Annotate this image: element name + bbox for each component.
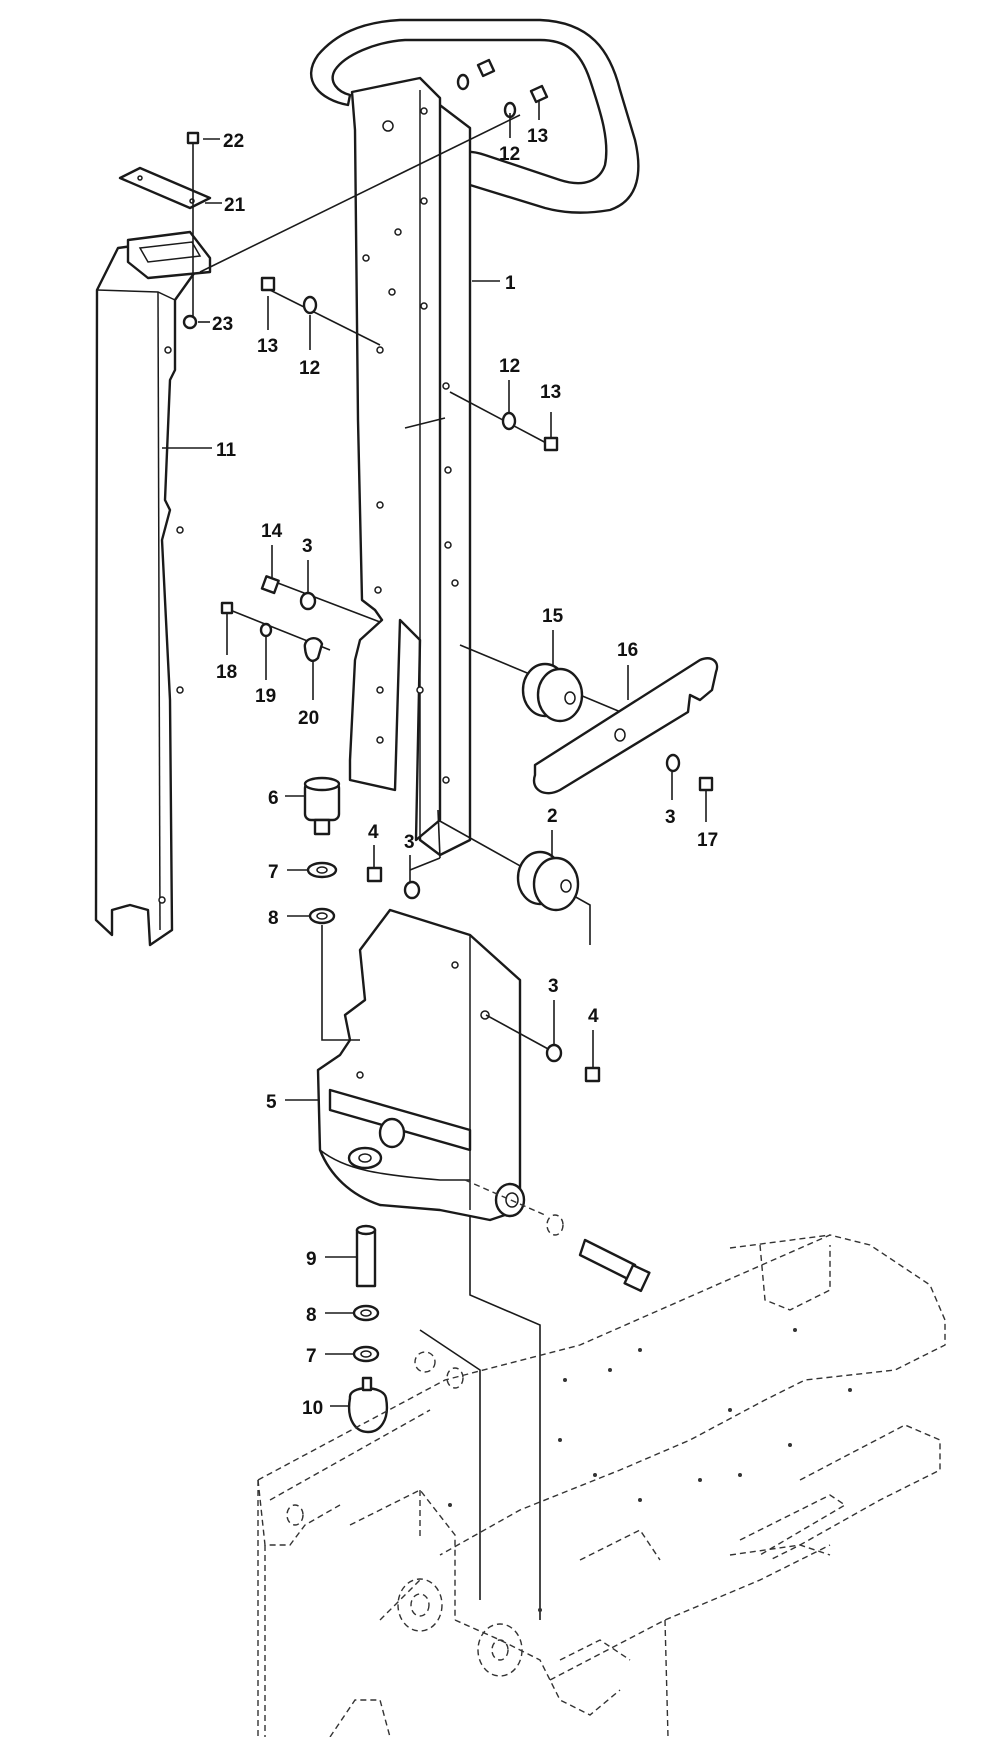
bumper-6 — [303, 776, 341, 836]
callout-9: 9 — [306, 1249, 317, 1270]
screw-13-left — [260, 276, 276, 292]
callout-8-upper: 8 — [268, 908, 279, 929]
nut-8-lower — [352, 1304, 380, 1322]
nut-14 — [260, 575, 280, 595]
callout-3-upper: 3 — [302, 536, 313, 557]
callout-11: 11 — [216, 440, 237, 461]
callout-13-right: 13 — [540, 382, 561, 403]
callout-12-left: 12 — [299, 358, 320, 379]
callout-12-top: 12 — [499, 144, 520, 165]
base-frame-phantom — [257, 1234, 946, 1737]
callout-3-center: 3 — [404, 832, 415, 853]
callout-17: 17 — [697, 830, 718, 851]
callout-labels: 22 21 23 11 13 12 12 13 1 12 13 14 3 18 … — [212, 126, 718, 1419]
washer-19 — [259, 622, 273, 638]
screw-17 — [698, 776, 714, 792]
washer-12-left — [302, 295, 318, 315]
callout-2: 2 — [547, 806, 558, 827]
callout-22: 22 — [223, 131, 244, 152]
callout-4-left: 4 — [368, 822, 379, 843]
washer-3-center — [403, 880, 421, 900]
callout-4-bracket: 4 — [588, 1006, 599, 1027]
small-plate-21 — [118, 166, 212, 210]
screw-4-left — [366, 866, 383, 883]
callout-1: 1 — [505, 273, 516, 294]
washer-3-bracket — [545, 1043, 563, 1063]
callout-10: 10 — [302, 1398, 323, 1419]
bumper-15 — [521, 662, 584, 723]
screw-18 — [220, 601, 234, 615]
main-column — [348, 76, 472, 857]
clip-20 — [303, 637, 324, 662]
screw-13-upper — [476, 58, 496, 78]
callout-13-top: 13 — [527, 126, 548, 147]
screw-22 — [186, 131, 200, 318]
callout-14: 14 — [261, 521, 283, 542]
screw-13-right — [543, 436, 559, 452]
callout-7-upper: 7 — [268, 862, 279, 883]
nut-23 — [182, 314, 198, 330]
callout-16: 16 — [617, 640, 638, 661]
callout-20: 20 — [298, 708, 319, 729]
foot-10 — [347, 1376, 389, 1434]
callout-23: 23 — [212, 314, 233, 335]
callout-13-left: 13 — [257, 336, 278, 357]
callout-15: 15 — [542, 606, 564, 627]
callout-21: 21 — [224, 195, 246, 216]
washer-7-upper — [306, 861, 338, 879]
callout-19: 19 — [255, 686, 276, 707]
washer-12-right — [501, 411, 517, 431]
bracket-16 — [532, 657, 719, 795]
callout-5: 5 — [266, 1092, 277, 1113]
callout-8-lower: 8 — [306, 1305, 317, 1326]
callout-12-right: 12 — [499, 356, 520, 377]
washer-7-lower — [352, 1345, 380, 1363]
callout-6: 6 — [268, 788, 279, 809]
screw-4-bracket — [584, 1066, 601, 1083]
callout-leaders — [162, 100, 707, 1407]
callout-7-lower: 7 — [306, 1346, 317, 1367]
spacer-9 — [355, 1224, 377, 1288]
screw-13-top — [529, 84, 549, 104]
long-bolt — [464, 1179, 651, 1293]
nut-8-upper — [308, 907, 336, 925]
washer-3-right — [665, 753, 681, 773]
callout-3-right: 3 — [665, 807, 676, 828]
callout-18: 18 — [216, 662, 237, 683]
washer-12-upper — [456, 73, 470, 91]
washer-3-left — [299, 591, 317, 611]
mount-bracket-5 — [316, 908, 526, 1222]
bumper-2 — [516, 850, 580, 912]
cover-plate — [94, 230, 212, 947]
callout-3-bracket: 3 — [548, 976, 559, 997]
